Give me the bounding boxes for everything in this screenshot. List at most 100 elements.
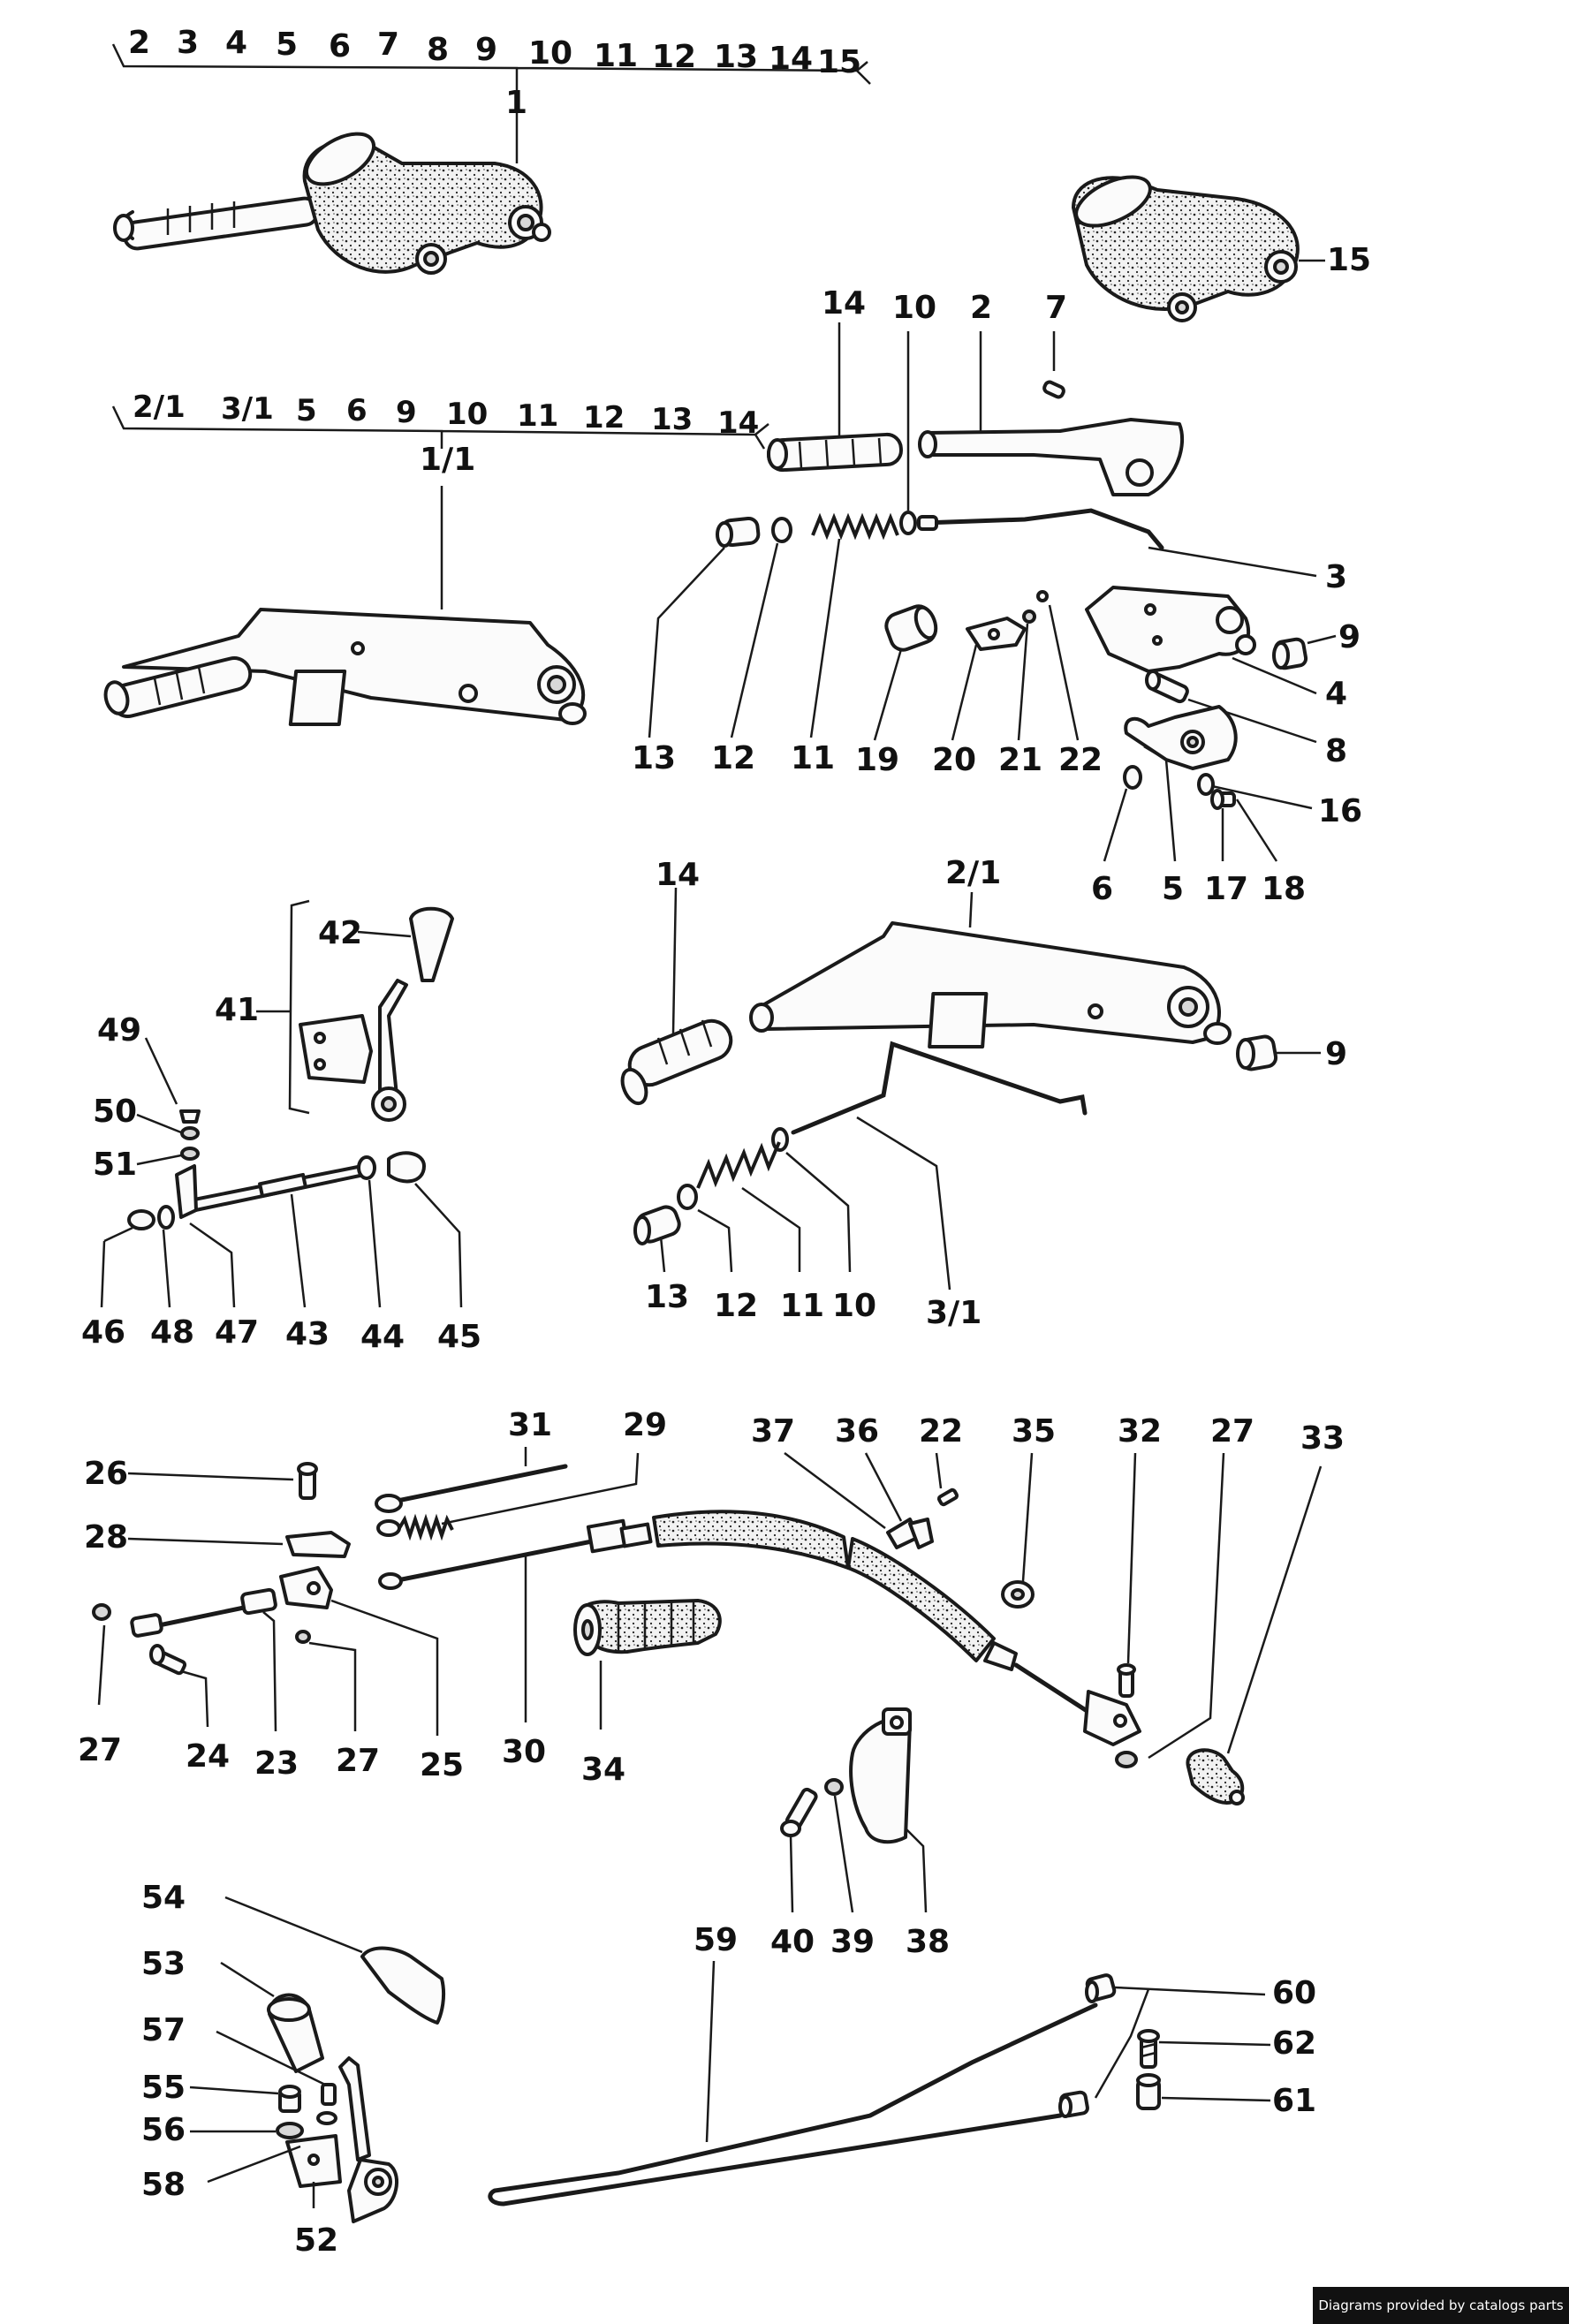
- group-line-1-item: 14: [769, 41, 813, 77]
- nut-27-b: 27: [78, 1603, 122, 1768]
- callout-17: 17: [1204, 871, 1248, 907]
- callout-4: 4: [1325, 676, 1347, 712]
- callout-54: 54: [141, 1880, 186, 1916]
- callout-14-b: 14: [656, 857, 700, 893]
- sleeve-13-a: 13: [632, 516, 761, 776]
- lever-2-1: 2/1: [749, 855, 1232, 1048]
- group-line-1-item: 12: [652, 39, 696, 75]
- callout-11: 11: [791, 740, 835, 776]
- bushing-9-b: 9: [1236, 1034, 1347, 1072]
- callout-50: 50: [93, 1094, 137, 1130]
- callout-6: 6: [1091, 871, 1113, 907]
- cable-31: 31: [375, 1407, 568, 1513]
- callout-22-b: 22: [919, 1413, 963, 1450]
- callout-40: 40: [770, 1924, 815, 1960]
- screw-49: 49: [97, 1012, 201, 1124]
- callout-59: 59: [694, 1922, 738, 1958]
- spring-11-a: 11: [791, 512, 899, 776]
- callout-47: 47: [215, 1314, 259, 1351]
- group-line-1-item: 3: [177, 25, 199, 61]
- callout-49: 49: [97, 1012, 141, 1048]
- callout-20: 20: [932, 742, 976, 778]
- callout-31: 31: [508, 1407, 552, 1443]
- pin-32: 32: [1117, 1413, 1162, 1698]
- screw-18: 18: [1235, 799, 1306, 907]
- group-line-1-item: 15: [817, 44, 861, 80]
- ferrule-60: 60: [1058, 1973, 1316, 2118]
- callout-11-b: 11: [780, 1288, 824, 1324]
- bolt-40: 40: [770, 1787, 818, 1960]
- callout-3: 3: [1325, 559, 1347, 595]
- group-line-1-item: 5: [276, 26, 298, 63]
- callout-21: 21: [998, 742, 1042, 778]
- bracket-25: 25: [279, 1566, 464, 1783]
- group-line-1-item: 10: [528, 35, 572, 72]
- callout-22: 22: [1058, 742, 1103, 778]
- bushing-61: 61: [1136, 2073, 1316, 2119]
- callout-51: 51: [93, 1147, 137, 1183]
- pin-8: 8: [1145, 670, 1347, 769]
- group-line-2-item: 5: [296, 393, 317, 428]
- screw-17: 17: [1204, 789, 1248, 907]
- cable-23: 23: [130, 1587, 299, 1782]
- group-line-1-item: 8: [427, 32, 449, 68]
- cable-sheath: [652, 1510, 1141, 1746]
- callout-29: 29: [623, 1407, 667, 1443]
- cap-45: 45: [387, 1151, 481, 1355]
- group-line-2-item: 2/1: [133, 390, 186, 425]
- callout-24: 24: [186, 1738, 230, 1775]
- cable-59: 59: [488, 1922, 1098, 2207]
- nut-21: 21: [998, 609, 1042, 778]
- sleeve-13-b: 13: [633, 1205, 689, 1315]
- clip-27-c: 27: [295, 1630, 380, 1779]
- spring-washer-50: 50: [93, 1094, 200, 1140]
- screw-22-a: 22: [1036, 590, 1103, 778]
- callout-43: 43: [285, 1316, 330, 1352]
- nut-6: 6: [1091, 765, 1142, 907]
- spring-29: 29: [376, 1407, 667, 1541]
- callout-41: 41: [215, 992, 259, 1028]
- screw-55: 55: [141, 2070, 301, 2113]
- bracket-4: 4: [1085, 586, 1347, 712]
- pawl-20: 20: [932, 617, 1027, 778]
- callout-23: 23: [254, 1745, 299, 1782]
- group-line-1-parent: 1: [505, 85, 527, 121]
- callout-42: 42: [318, 915, 362, 951]
- callout-33: 33: [1300, 1420, 1345, 1457]
- screw-24: 24: [149, 1644, 230, 1775]
- shaft-43: 43: [184, 1164, 366, 1352]
- callout-46: 46: [81, 1314, 125, 1351]
- callout-27-c: 27: [336, 1743, 380, 1779]
- group-line-1-item: 2: [128, 25, 150, 61]
- group-line-1: 2 3 4 5 6 7 8 9 10 11 12 13 14 15 1: [111, 25, 871, 163]
- callout-61: 61: [1272, 2083, 1316, 2119]
- callout-7: 7: [1045, 290, 1067, 326]
- callout-37: 37: [751, 1413, 795, 1450]
- clip-37-36: 37 36: [751, 1413, 934, 1549]
- pin-26: 26: [84, 1456, 318, 1500]
- plate-58: 58: [141, 2145, 301, 2203]
- callout-57: 57: [141, 2012, 186, 2048]
- callout-9: 9: [1338, 619, 1361, 655]
- group-line-2-item: 6: [346, 393, 368, 428]
- grip-14-b: 14: [620, 857, 733, 1106]
- callout-44: 44: [360, 1319, 405, 1355]
- callout-12: 12: [711, 740, 755, 776]
- callout-32: 32: [1118, 1413, 1162, 1450]
- grommet-35: 35: [1001, 1413, 1056, 1609]
- strap-38: 38: [849, 1707, 950, 1960]
- ratchet-plate-5: 5: [1124, 705, 1238, 907]
- group-line-1-item: 13: [714, 39, 758, 75]
- screw-62: 62: [1137, 2025, 1316, 2069]
- callout-27-b: 27: [78, 1732, 122, 1768]
- boot-34: 34: [573, 1599, 722, 1788]
- callout-9-b: 9: [1325, 1036, 1347, 1072]
- group-line-1-item: 9: [475, 32, 497, 68]
- washer-10-a: 10: [892, 290, 936, 535]
- callout-13-b: 13: [645, 1279, 689, 1315]
- group-line-1-item: 6: [329, 28, 351, 64]
- screw-57: 57: [141, 2012, 337, 2106]
- callout-10-b: 10: [832, 1288, 876, 1324]
